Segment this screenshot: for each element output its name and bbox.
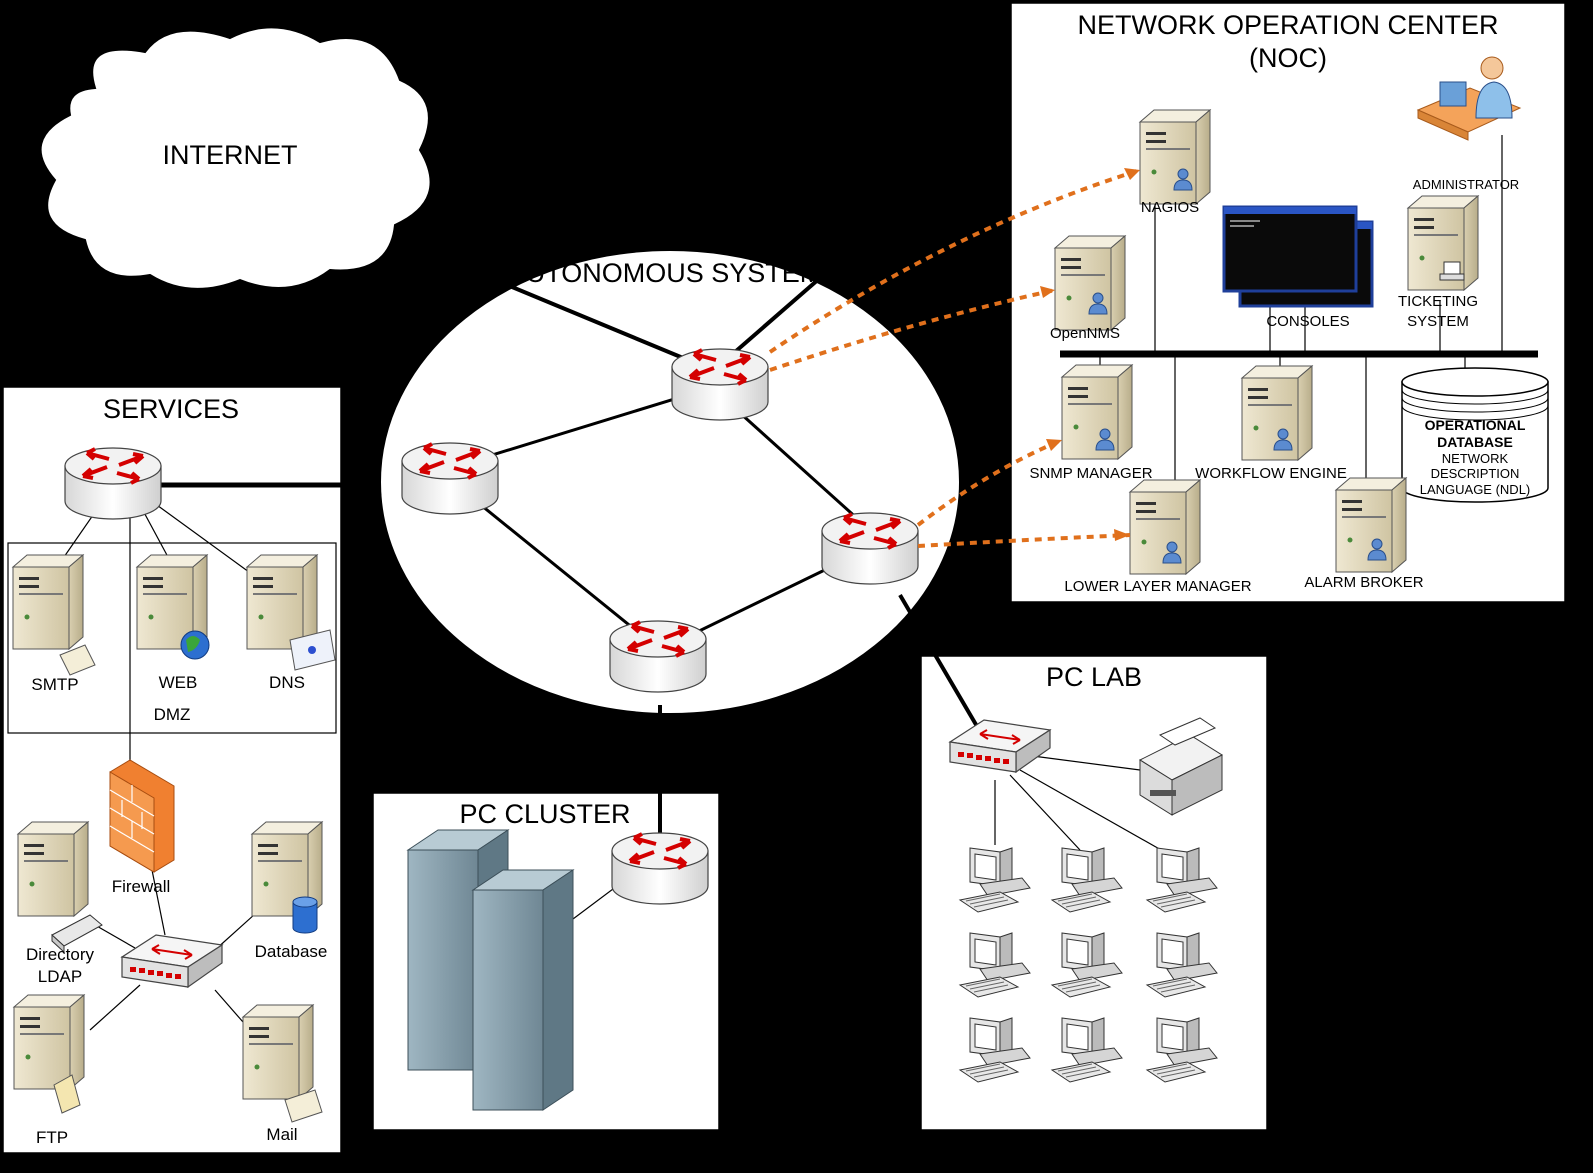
db-label-4: DESCRIPTION bbox=[1431, 466, 1520, 481]
consoles-icon bbox=[1222, 205, 1374, 308]
router-left bbox=[400, 441, 500, 516]
dns-server-icon bbox=[246, 554, 336, 671]
ticketing-label-1: TICKETING bbox=[1398, 293, 1478, 310]
lower-layer-manager-server-icon bbox=[1129, 479, 1201, 575]
internet-label: INTERNET bbox=[163, 140, 298, 170]
services-title: SERVICES bbox=[103, 394, 239, 424]
autonomous-system-label: AUTONOMOUS SYSTEM bbox=[508, 258, 823, 288]
pc-cluster-title: PC CLUSTER bbox=[459, 799, 630, 829]
administrator-label: ADMINISTRATOR bbox=[1413, 177, 1519, 192]
smtp-label: SMTP bbox=[31, 675, 78, 694]
alarm-broker-server-icon bbox=[1335, 477, 1407, 573]
dns-label: DNS bbox=[269, 673, 305, 692]
noc-panel: NETWORK OPERATION CENTER (NOC) NAGIOS AD… bbox=[1010, 2, 1566, 603]
noc-subtitle: (NOC) bbox=[1249, 43, 1327, 73]
nagios-server-icon bbox=[1139, 109, 1211, 205]
dmz-box bbox=[7, 542, 337, 734]
opennms-label: OpenNMS bbox=[1050, 325, 1120, 342]
lower-layer-manager-label: LOWER LAYER MANAGER bbox=[1064, 578, 1251, 595]
router-bottom bbox=[608, 619, 708, 694]
operational-database-icon bbox=[1401, 367, 1549, 503]
firewall-label: Firewall bbox=[112, 877, 171, 896]
printer-icon bbox=[1138, 717, 1224, 816]
db-label-1: OPERATIONAL bbox=[1425, 417, 1526, 433]
snmp-manager-label: SNMP MANAGER bbox=[1029, 465, 1152, 482]
noc-title: NETWORK OPERATION CENTER bbox=[1077, 10, 1498, 40]
router-top bbox=[670, 347, 770, 422]
database-server-icon bbox=[251, 821, 323, 934]
firewall-icon bbox=[109, 759, 175, 873]
administrator-icon bbox=[1416, 56, 1522, 141]
pc-cluster-panel: PC CLUSTER bbox=[372, 705, 720, 1131]
snmp-manager-server-icon bbox=[1061, 364, 1133, 460]
ftp-label: FTP bbox=[36, 1128, 68, 1147]
mail-server-icon bbox=[242, 1004, 323, 1123]
mail-label: Mail bbox=[266, 1125, 297, 1144]
pc-lab-title: PC LAB bbox=[1046, 662, 1142, 692]
web-label: WEB bbox=[159, 673, 198, 692]
workflow-engine-server-icon bbox=[1241, 365, 1313, 461]
services-panel: SERVICES SMTP WEB bbox=[2, 386, 342, 1154]
directory-ldap-server-icon bbox=[17, 821, 103, 954]
consoles-label: CONSOLES bbox=[1266, 313, 1349, 330]
alarm-broker-label: ALARM BROKER bbox=[1304, 574, 1423, 591]
ticketing-server-icon bbox=[1407, 195, 1479, 291]
directory-label-2: LDAP bbox=[38, 967, 82, 986]
db-label-2: DATABASE bbox=[1437, 434, 1513, 450]
db-label-5: LANGUAGE (NDL) bbox=[1420, 482, 1531, 497]
ticketing-label-2: SYSTEM bbox=[1407, 313, 1469, 330]
database-label: Database bbox=[255, 942, 328, 961]
router-right bbox=[820, 511, 920, 586]
pc-lab-panel: PC LAB bbox=[898, 593, 1268, 1131]
pc-cluster-router bbox=[610, 831, 710, 906]
services-router bbox=[63, 446, 163, 521]
opennms-server-icon bbox=[1054, 235, 1126, 331]
db-label-3: NETWORK bbox=[1442, 451, 1509, 466]
workflow-engine-label: WORKFLOW ENGINE bbox=[1195, 465, 1347, 482]
ftp-server-icon bbox=[13, 994, 85, 1114]
autonomous-system: AUTONOMOUS SYSTEM bbox=[379, 249, 961, 715]
internet-cloud: INTERNET bbox=[39, 26, 432, 290]
web-server-icon bbox=[136, 554, 210, 660]
monitoring-links bbox=[768, 168, 1141, 548]
rack-cluster-icon bbox=[407, 829, 574, 1111]
smtp-server-icon bbox=[12, 554, 96, 676]
nagios-label: NAGIOS bbox=[1141, 199, 1199, 216]
dmz-label: DMZ bbox=[154, 705, 191, 724]
directory-label-1: Directory bbox=[26, 945, 95, 964]
